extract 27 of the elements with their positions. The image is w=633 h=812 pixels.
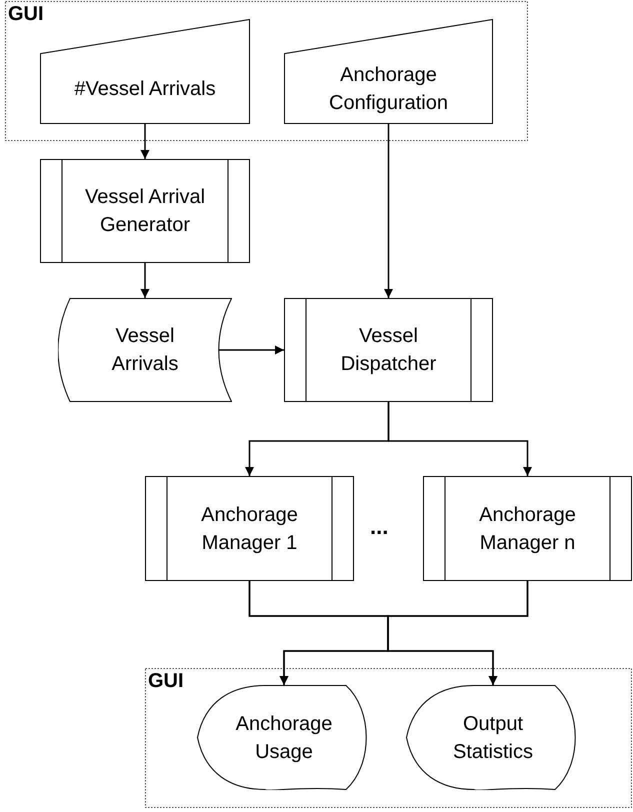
node-label: Anchorage Configuration	[328, 62, 449, 116]
arrow	[384, 124, 393, 298]
predefined-process-box	[284, 298, 493, 402]
arrow	[140, 124, 150, 159]
group-title: GUI	[148, 669, 184, 694]
node-label: #Vessel Arrivals	[74, 76, 216, 102]
arrow	[387, 581, 528, 685]
predefined-process-box	[40, 159, 250, 263]
arrow	[388, 402, 532, 476]
ellipsis-label: ...	[370, 513, 388, 541]
dotted-group-frame	[145, 668, 632, 808]
node-label: Vessel Dispatcher	[340, 324, 438, 377]
stored-data-shape	[58, 298, 232, 402]
node-label: Anchorage Manager n	[478, 502, 577, 556]
manual-input-shape	[40, 19, 250, 124]
node-label: Vessel Arrival Generator	[84, 185, 206, 238]
manual-input-shape	[284, 19, 493, 124]
dotted-group-frame	[5, 1, 528, 141]
node-label: Output Statistics	[452, 712, 534, 764]
arrow	[219, 346, 284, 354]
predefined-process-box	[423, 476, 632, 581]
node-label: Anchorage Usage	[234, 712, 334, 764]
node-label: Anchorage Manager 1	[200, 502, 299, 556]
predefined-process-box	[145, 476, 354, 581]
node-label: Vessel Arrivals	[110, 324, 180, 377]
arrow	[140, 263, 150, 298]
group-title: GUI	[8, 2, 44, 27]
